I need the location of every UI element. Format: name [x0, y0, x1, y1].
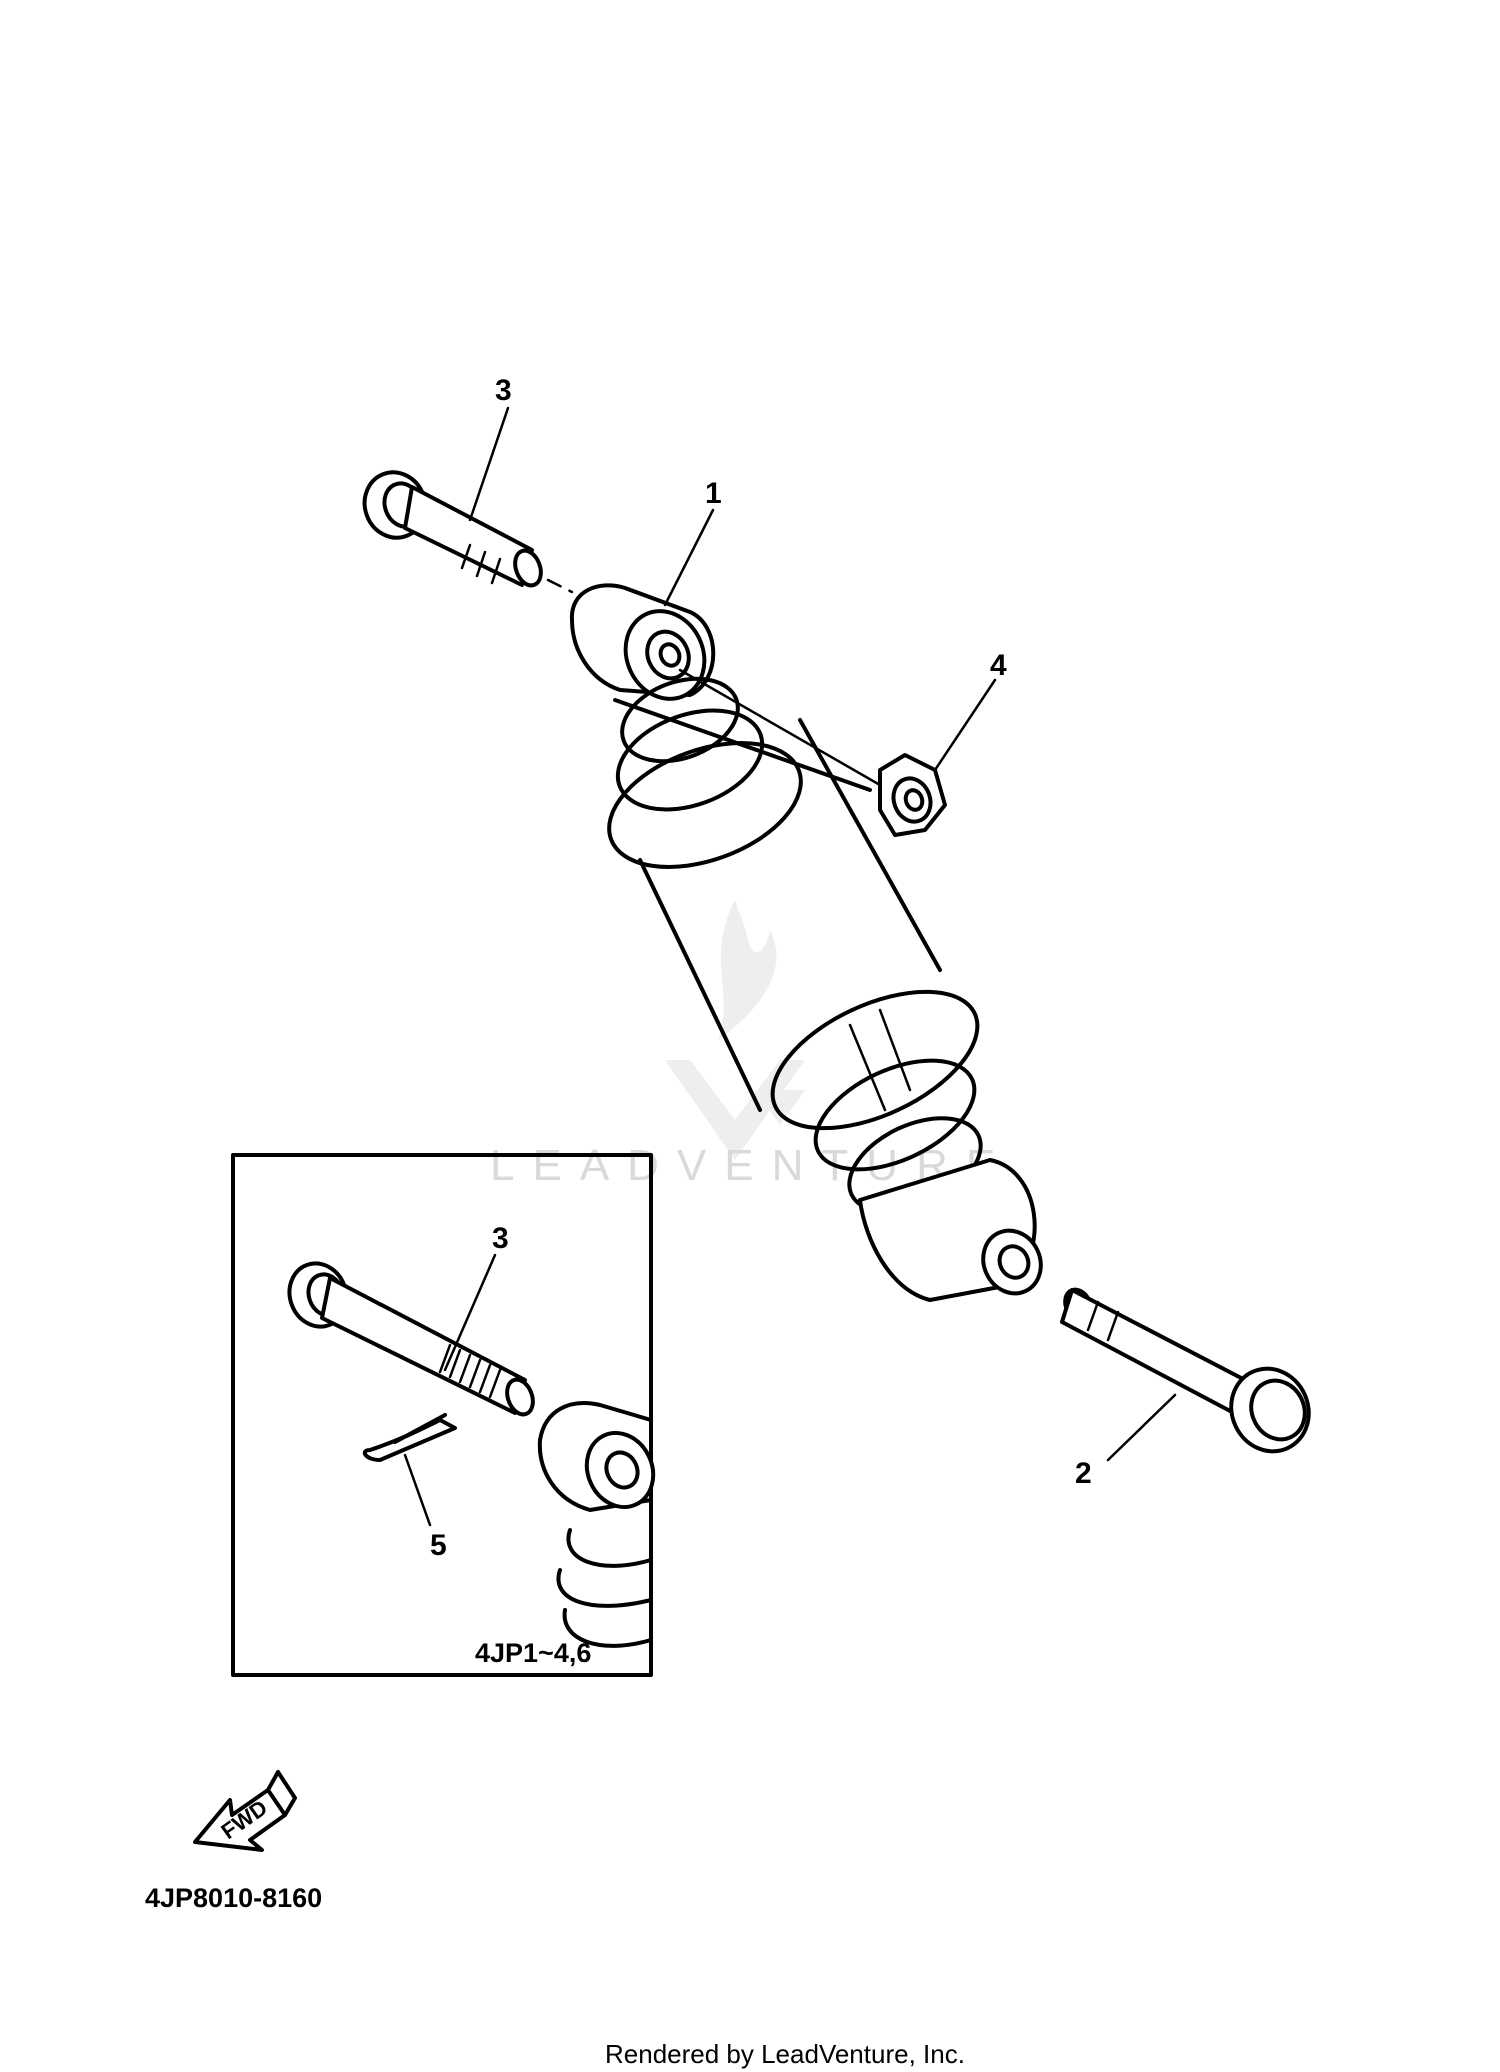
forward-arrow-icon: FWD — [193, 1770, 297, 1852]
callout-5: 5 — [430, 1529, 447, 1562]
callout-1: 1 — [705, 477, 722, 510]
leader-line-3 — [468, 406, 510, 522]
callout-3: 3 — [495, 374, 512, 407]
leader-line-2 — [1106, 1393, 1177, 1462]
leader-line-4 — [933, 678, 997, 772]
diagram-code: 4JP8010-8160 — [145, 1883, 322, 1913]
footer-credit: Rendered by LeadVenture, Inc. — [605, 2039, 965, 2069]
shock-absorber-part — [569, 583, 1043, 1302]
lower-bolt-part — [1060, 1287, 1311, 1454]
watermark-text: LEADVENTURE — [490, 1141, 1013, 1190]
leader-line-1 — [663, 508, 715, 607]
callout-2: 2 — [1075, 1457, 1092, 1490]
nut-part — [678, 668, 947, 837]
watermark-logo — [665, 900, 805, 1160]
callout-4: 4 — [990, 649, 1007, 682]
inset-box — [231, 1153, 656, 1677]
upper-bolt-part — [362, 470, 574, 594]
inset-model-note: 4JP1~4,6 — [475, 1638, 591, 1668]
callout-inset-3: 3 — [492, 1222, 509, 1255]
